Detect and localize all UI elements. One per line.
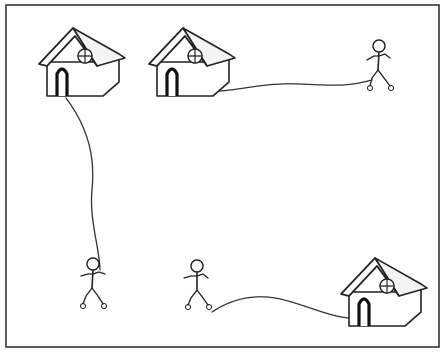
diagram-canvas — [0, 0, 446, 354]
